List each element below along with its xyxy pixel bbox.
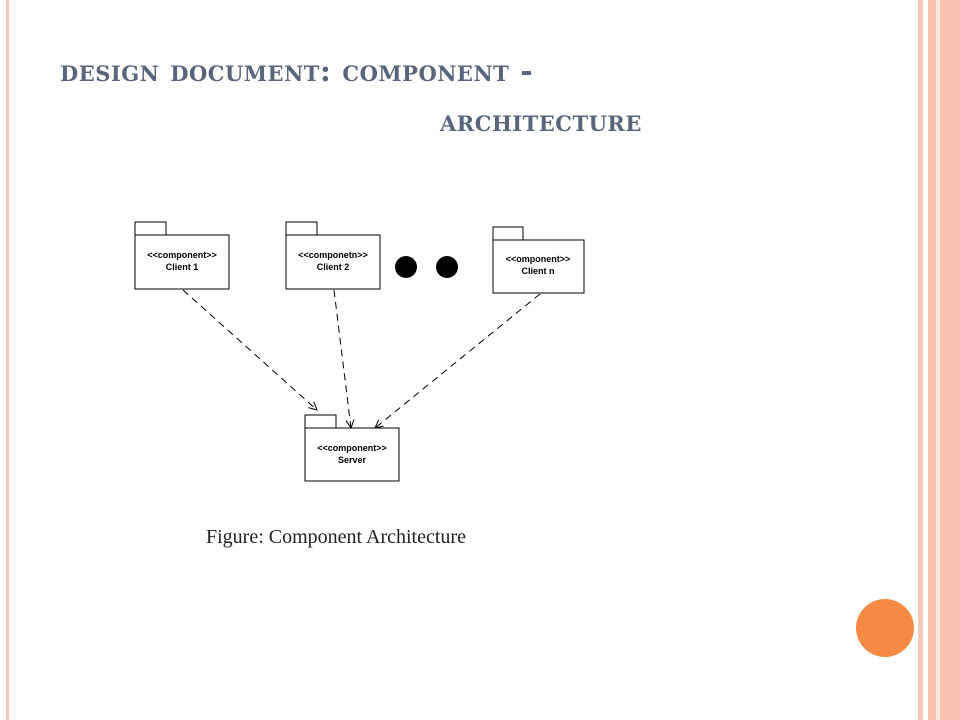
component-name: Server <box>338 455 367 465</box>
left-border-stripe <box>6 0 9 720</box>
ellipsis-dot <box>436 256 458 278</box>
right-border-stripe <box>928 0 936 720</box>
component-stereotype: <<componetn>> <box>298 250 368 260</box>
component-name: Client n <box>522 266 555 276</box>
dependency-arrow-client1-server <box>182 289 317 410</box>
component-stereotype: <<component>> <box>317 443 387 453</box>
component-client-n: <<omponent>> Client n <box>492 226 585 294</box>
component-stereotype: <<omponent>> <box>506 254 571 264</box>
component-client-1: <<component>> Client 1 <box>134 221 230 290</box>
component-client-2: <<componetn>> Client 2 <box>285 221 381 290</box>
right-border-gap <box>936 0 940 720</box>
accent-circle <box>856 599 914 657</box>
right-border-stripe <box>940 0 960 720</box>
dependency-arrow-clientn-server <box>375 293 541 428</box>
component-name: Client 1 <box>166 262 199 272</box>
figure-caption: Figure: Component Architecture <box>206 526 466 548</box>
component-name: Client 2 <box>317 262 350 272</box>
ellipsis-dot <box>395 256 417 278</box>
right-border-stripe <box>918 0 923 720</box>
slide-title-line1: design document: component - <box>60 54 534 89</box>
component-server: <<component>> Server <box>304 414 400 482</box>
slide-title-line2: architecture <box>440 104 642 139</box>
component-stereotype: <<component>> <box>147 250 217 260</box>
dependency-arrow-client2-server <box>333 289 351 428</box>
